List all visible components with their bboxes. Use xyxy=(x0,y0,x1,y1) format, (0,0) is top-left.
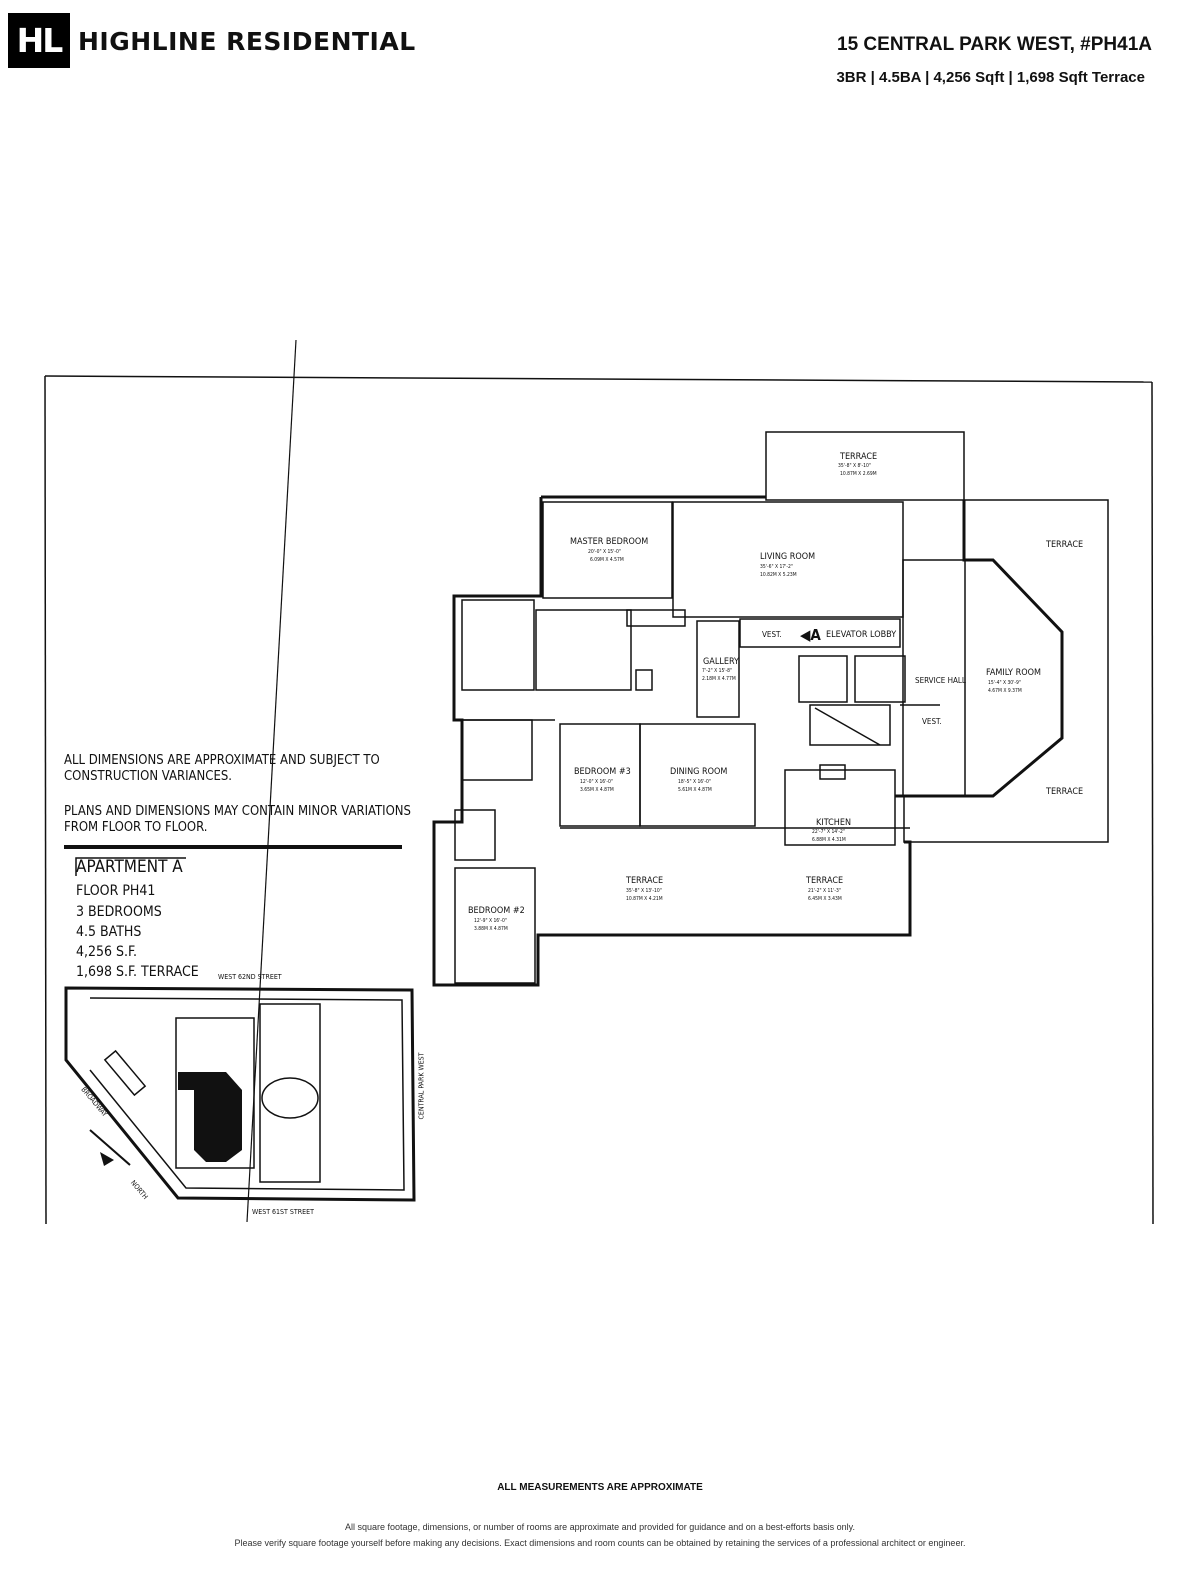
apartment-title: APARTMENT A xyxy=(76,857,183,877)
label-terrace-right: TERRACE xyxy=(806,876,844,886)
outer-wall xyxy=(432,497,912,987)
label-terrace-mid-dim: 35'-8" X 13'-10" xyxy=(626,888,662,894)
listing-summary: 3BR | 4.5BA | 4,256 Sqft | 1,698 Sqft Te… xyxy=(836,69,1145,86)
north-arrow-icon xyxy=(89,1129,131,1166)
family-room-inner xyxy=(902,559,966,797)
label-kitchen: KITCHEN xyxy=(816,818,852,828)
label-gallery: GALLERY xyxy=(703,657,739,667)
label-family-room: FAMILY ROOM xyxy=(986,668,1041,678)
sheet-border-right xyxy=(1151,381,1154,1225)
sheet-border-top xyxy=(44,375,1153,383)
label-bedroom3-dim-m: 3.65M X 4.87M xyxy=(580,787,614,793)
brand-name: HIGHLINE RESIDENTIAL xyxy=(78,27,416,56)
bedroom2-walls xyxy=(454,867,536,984)
brand-logo: HL xyxy=(8,13,70,68)
apartment-bedrooms: 3 BEDROOMS xyxy=(76,904,162,920)
note-line-2: CONSTRUCTION VARIANCES. xyxy=(64,769,232,784)
stair xyxy=(809,704,891,746)
note-line-4: FROM FLOOR TO FLOOR. xyxy=(64,820,208,835)
note-line-3: PLANS AND DIMENSIONS MAY CONTAIN MINOR V… xyxy=(64,804,411,819)
top-terrace-outline xyxy=(765,431,965,501)
site-courtyard xyxy=(261,1077,319,1119)
footer-approx: ALL MEASUREMENTS ARE APPROXIMATE xyxy=(497,1482,703,1493)
label-family-room-dim-m: 4.67M X 9.37M xyxy=(988,688,1022,694)
label-bedroom3: BEDROOM #3 xyxy=(574,767,631,777)
label-terrace-top-dim-m: 10.87M X 2.69M xyxy=(840,471,877,477)
bath-block-2 xyxy=(535,609,632,691)
site-house-outline xyxy=(259,1003,321,1183)
label-gallery-dim-m: 2.18M X 4.77M xyxy=(702,676,736,682)
label-service-hall: SERVICE HALL xyxy=(915,676,966,685)
label-dining-room-dim-m: 5.61M X 4.87M xyxy=(678,787,712,793)
site-block xyxy=(64,986,416,1202)
label-elevator-lobby: ELEVATOR LOBBY xyxy=(826,630,897,640)
label-kitchen-dim-m: 6.88M X 4.31M xyxy=(812,837,846,843)
apartment-location-marker xyxy=(178,1072,242,1162)
family-room-bay xyxy=(895,500,1064,798)
closets xyxy=(461,719,533,781)
sheet-border-left xyxy=(44,375,47,1225)
bath-block-3 xyxy=(454,809,496,861)
footer-disclaimer-1: All square footage, dimensions, or numbe… xyxy=(345,1522,855,1532)
footer-disclaimer-2: Please verify square footage yourself be… xyxy=(234,1538,966,1548)
label-gallery-dim: 7'-2" X 15'-8" xyxy=(702,668,733,674)
label-terrace-right-top: TERRACE xyxy=(1046,540,1084,550)
label-dining-room: DINING ROOM xyxy=(670,767,728,777)
label-living-room-dim-m: 10.82M X 5.23M xyxy=(760,572,797,578)
north-arrow-head-icon xyxy=(100,1152,114,1166)
elevator-lobby-walls xyxy=(739,618,901,648)
label-bedroom2: BEDROOM #2 xyxy=(468,906,525,916)
label-bedroom2-dim: 12'-9" X 16'-0" xyxy=(474,918,507,924)
elevator-2 xyxy=(854,655,906,703)
apartment-area: 4,256 S.F. xyxy=(76,944,138,960)
label-terrace-right-bottom: TERRACE xyxy=(1046,787,1084,797)
note-line-1: ALL DIMENSIONS ARE APPROXIMATE AND SUBJE… xyxy=(64,753,380,768)
elevator-1 xyxy=(798,655,848,703)
label-master-bedroom-dim: 20'-0" X 15'-0" xyxy=(588,549,621,555)
street-east: CENTRAL PARK WEST xyxy=(417,1052,426,1120)
bath-block-1 xyxy=(461,599,535,691)
label-vest-right: VEST. xyxy=(922,717,942,726)
label-master-bedroom-dim-m: 6.09M X 4.57M xyxy=(590,557,624,563)
label-living-room: LIVING ROOM xyxy=(760,552,816,562)
label-family-room-dim: 15'-4" X 30'-9" xyxy=(988,680,1021,686)
dining-room-walls xyxy=(639,723,756,827)
label-terrace-mid-dim-m: 10.87M X 4.21M xyxy=(626,896,663,902)
label-terrace-top: TERRACE xyxy=(840,452,878,462)
street-south: WEST 61ST STREET xyxy=(252,1208,314,1216)
label-terrace-right-dim: 21'-2" X 11'-3" xyxy=(808,888,841,894)
apartment-baths: 4.5 BATHS xyxy=(76,924,142,940)
label-kitchen-dim: 22'-7" X 14'-2" xyxy=(812,829,845,835)
label-dining-room-dim: 18'-5" X 16'-0" xyxy=(678,779,711,785)
label-terrace-right-dim-m: 6.45M X 3.43M xyxy=(808,896,842,902)
label-master-bedroom: MASTER BEDROOM xyxy=(570,537,649,547)
site-block-inner xyxy=(89,997,405,1191)
label-terrace-mid: TERRACE xyxy=(626,876,664,886)
apartment-terrace: 1,698 S.F. TERRACE xyxy=(76,964,199,980)
scan-line xyxy=(246,339,297,1223)
label-terrace-top-dim: 35'-8" X 8'-10" xyxy=(838,463,871,469)
gallery-walls xyxy=(696,620,740,718)
elevator-marker-icon: ◀A xyxy=(800,626,821,644)
label-bedroom3-dim: 12'-0" X 16'-0" xyxy=(580,779,613,785)
label-living-room-dim: 35'-6" X 17'-2" xyxy=(760,564,793,570)
apartment-floor: FLOOR PH41 xyxy=(76,883,156,899)
label-bedroom2-dim-m: 3.88M X 4.87M xyxy=(474,926,508,932)
master-bedroom-walls xyxy=(542,501,673,599)
site-tower-outline xyxy=(175,1017,255,1169)
kitchen-walls xyxy=(784,769,896,846)
label-vest-left: VEST. xyxy=(762,630,782,639)
street-north: WEST 62ND STREET xyxy=(218,973,282,981)
listing-address: 15 CENTRAL PARK WEST, #PH41A xyxy=(837,34,1152,55)
right-terrace-outline xyxy=(903,499,1109,843)
